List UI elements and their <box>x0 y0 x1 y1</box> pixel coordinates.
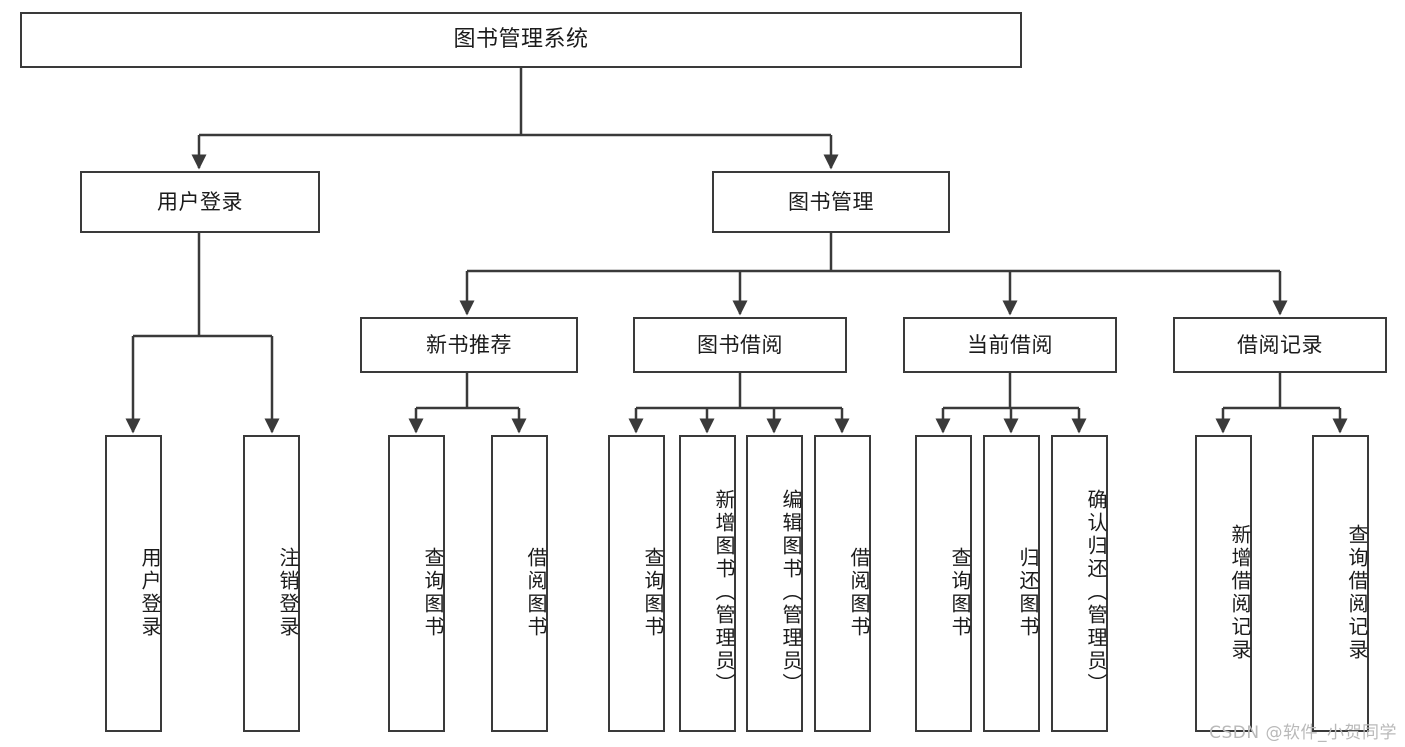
leaf-query-book-3[interactable]: 查询图书 <box>915 435 972 732</box>
node-current-borrow-label: 当前借阅 <box>967 332 1053 357</box>
leaf-query-book-2-label: 查询图书 <box>641 546 665 639</box>
leaf-borrow-book-1-label: 借阅图书 <box>524 546 548 639</box>
leaf-add-record-label: 新增借阅记录 <box>1228 523 1252 662</box>
leaf-borrow-book-1[interactable]: 借阅图书 <box>491 435 548 732</box>
leaf-edit-book-label: 编辑图书（管理员） <box>779 489 803 696</box>
leaf-return-book-label: 归还图书 <box>1016 546 1040 639</box>
leaf-user-login-label: 用户登录 <box>138 546 162 639</box>
node-borrow-record-label: 借阅记录 <box>1237 332 1323 357</box>
node-book-borrow-label: 图书借阅 <box>697 332 783 357</box>
node-current-borrow[interactable]: 当前借阅 <box>903 317 1117 373</box>
node-new-book-recommend-label: 新书推荐 <box>426 332 512 357</box>
leaf-user-logout-label: 注销登录 <box>276 546 300 639</box>
leaf-add-record[interactable]: 新增借阅记录 <box>1195 435 1252 732</box>
leaf-query-book-2[interactable]: 查询图书 <box>608 435 665 732</box>
node-book-manage[interactable]: 图书管理 <box>712 171 950 233</box>
leaf-edit-book[interactable]: 编辑图书（管理员） <box>746 435 803 732</box>
leaf-query-book-1[interactable]: 查询图书 <box>388 435 445 732</box>
leaf-query-record[interactable]: 查询借阅记录 <box>1312 435 1369 732</box>
leaf-query-book-3-label: 查询图书 <box>948 546 972 639</box>
leaf-confirm-return-label: 确认归还（管理员） <box>1084 489 1108 696</box>
node-new-book-recommend[interactable]: 新书推荐 <box>360 317 578 373</box>
leaf-user-logout[interactable]: 注销登录 <box>243 435 300 732</box>
leaf-add-book[interactable]: 新增图书（管理员） <box>679 435 736 732</box>
node-book-manage-label: 图书管理 <box>788 189 874 214</box>
node-root-label: 图书管理系统 <box>453 27 589 53</box>
leaf-return-book[interactable]: 归还图书 <box>983 435 1040 732</box>
leaf-add-book-label: 新增图书（管理员） <box>712 489 736 696</box>
node-user-login-label: 用户登录 <box>157 189 243 214</box>
node-user-login[interactable]: 用户登录 <box>80 171 320 233</box>
node-root[interactable]: 图书管理系统 <box>20 12 1022 68</box>
leaf-user-login[interactable]: 用户登录 <box>105 435 162 732</box>
leaf-confirm-return[interactable]: 确认归还（管理员） <box>1051 435 1108 732</box>
node-book-borrow[interactable]: 图书借阅 <box>633 317 847 373</box>
leaf-query-record-label: 查询借阅记录 <box>1345 523 1369 662</box>
leaf-query-book-1-label: 查询图书 <box>421 546 445 639</box>
leaf-borrow-book-2[interactable]: 借阅图书 <box>814 435 871 732</box>
leaf-borrow-book-2-label: 借阅图书 <box>847 546 871 639</box>
node-borrow-record[interactable]: 借阅记录 <box>1173 317 1387 373</box>
